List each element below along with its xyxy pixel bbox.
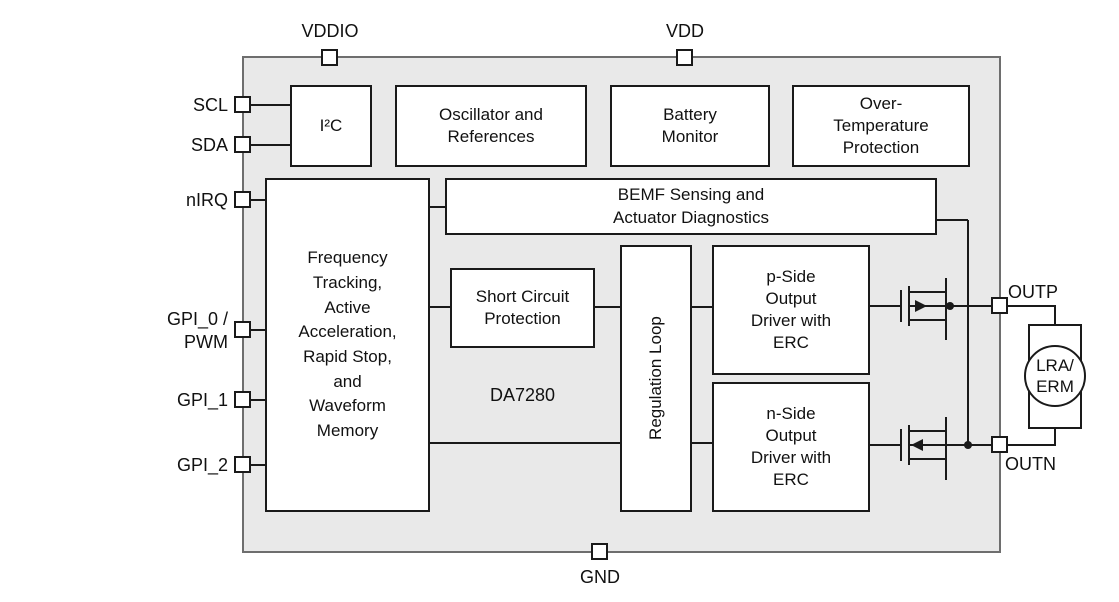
pin-outn-square — [991, 436, 1008, 453]
pin-gnd-square — [591, 543, 608, 560]
pin-label-sda: SDA — [190, 135, 228, 155]
pin-label-outp: OUTP — [1008, 282, 1059, 302]
pin-label-vddio: VDDIO — [301, 21, 359, 41]
junction-dot-outn — [964, 441, 972, 449]
pin-label-gpi2: GPI_2 — [176, 455, 228, 475]
pin-label-vdd: VDD — [665, 21, 704, 41]
pin-nirq-square — [234, 191, 251, 208]
block-i2c-label: I²C — [319, 115, 343, 135]
block-regulation-loop: Regulation Loop — [620, 245, 692, 512]
block-short-circuit-protection-label: Short Circuit Protection — [475, 286, 570, 328]
block-i2c: I²C — [290, 85, 372, 167]
block-bemf-sensing-label: BEMF Sensing and Actuator Diagnostics — [613, 185, 769, 227]
chip-name: DA7280 — [489, 385, 556, 405]
pin-gpi1-square — [234, 391, 251, 408]
actuator-circle — [1024, 345, 1086, 407]
block-bemf-sensing: BEMF Sensing and Actuator Diagnostics — [445, 178, 937, 235]
pin-label-gpi0-pwm: GPI_0 / PWM — [166, 309, 228, 352]
pin-label-scl: SCL — [192, 95, 228, 115]
pin-label-nirq: nIRQ — [185, 190, 228, 210]
block-p-side-driver-label: p-Side Output Driver with ERC — [750, 266, 832, 353]
block-battery-monitor: Battery Monitor — [610, 85, 770, 167]
block-over-temperature-label: Over- Temperature Protection — [833, 93, 929, 158]
block-oscillator: Oscillator and References — [395, 85, 587, 167]
block-battery-monitor-label: Battery Monitor — [661, 104, 719, 146]
block-n-side-driver: n-Side Output Driver with ERC — [712, 382, 870, 512]
wire-outp-to-load — [1008, 305, 1056, 327]
actuator-label: LRA/ ERM — [1036, 355, 1074, 396]
block-short-circuit-protection: Short Circuit Protection — [450, 268, 595, 348]
pin-gpi2-square — [234, 456, 251, 473]
block-over-temperature: Over- Temperature Protection — [792, 85, 970, 167]
pin-vddio-square — [321, 49, 338, 66]
block-regulation-loop-label: Regulation Loop — [645, 316, 665, 441]
pin-label-gpi1: GPI_1 — [176, 390, 228, 410]
n-side-mosfet-icon — [900, 417, 947, 480]
pin-gpi0-square — [234, 321, 251, 338]
block-n-side-driver-label: n-Side Output Driver with ERC — [750, 403, 832, 490]
block-oscillator-label: Oscillator and References — [439, 104, 543, 146]
pin-label-outn: OUTN — [1005, 454, 1056, 474]
wire-outn-to-load — [1008, 426, 1056, 446]
junction-dot-outp — [946, 302, 954, 310]
pin-vdd-square — [676, 49, 693, 66]
pin-label-gnd: GND — [580, 567, 620, 587]
block-p-side-driver: p-Side Output Driver with ERC — [712, 245, 870, 375]
pin-outp-square — [991, 297, 1008, 314]
block-frequency-tracking: Frequency Tracking, Active Acceleration,… — [265, 178, 430, 512]
pin-scl-square — [234, 96, 251, 113]
p-side-mosfet-icon — [900, 278, 947, 340]
pin-sda-square — [234, 136, 251, 153]
block-frequency-tracking-label: Frequency Tracking, Active Acceleration,… — [298, 248, 397, 440]
